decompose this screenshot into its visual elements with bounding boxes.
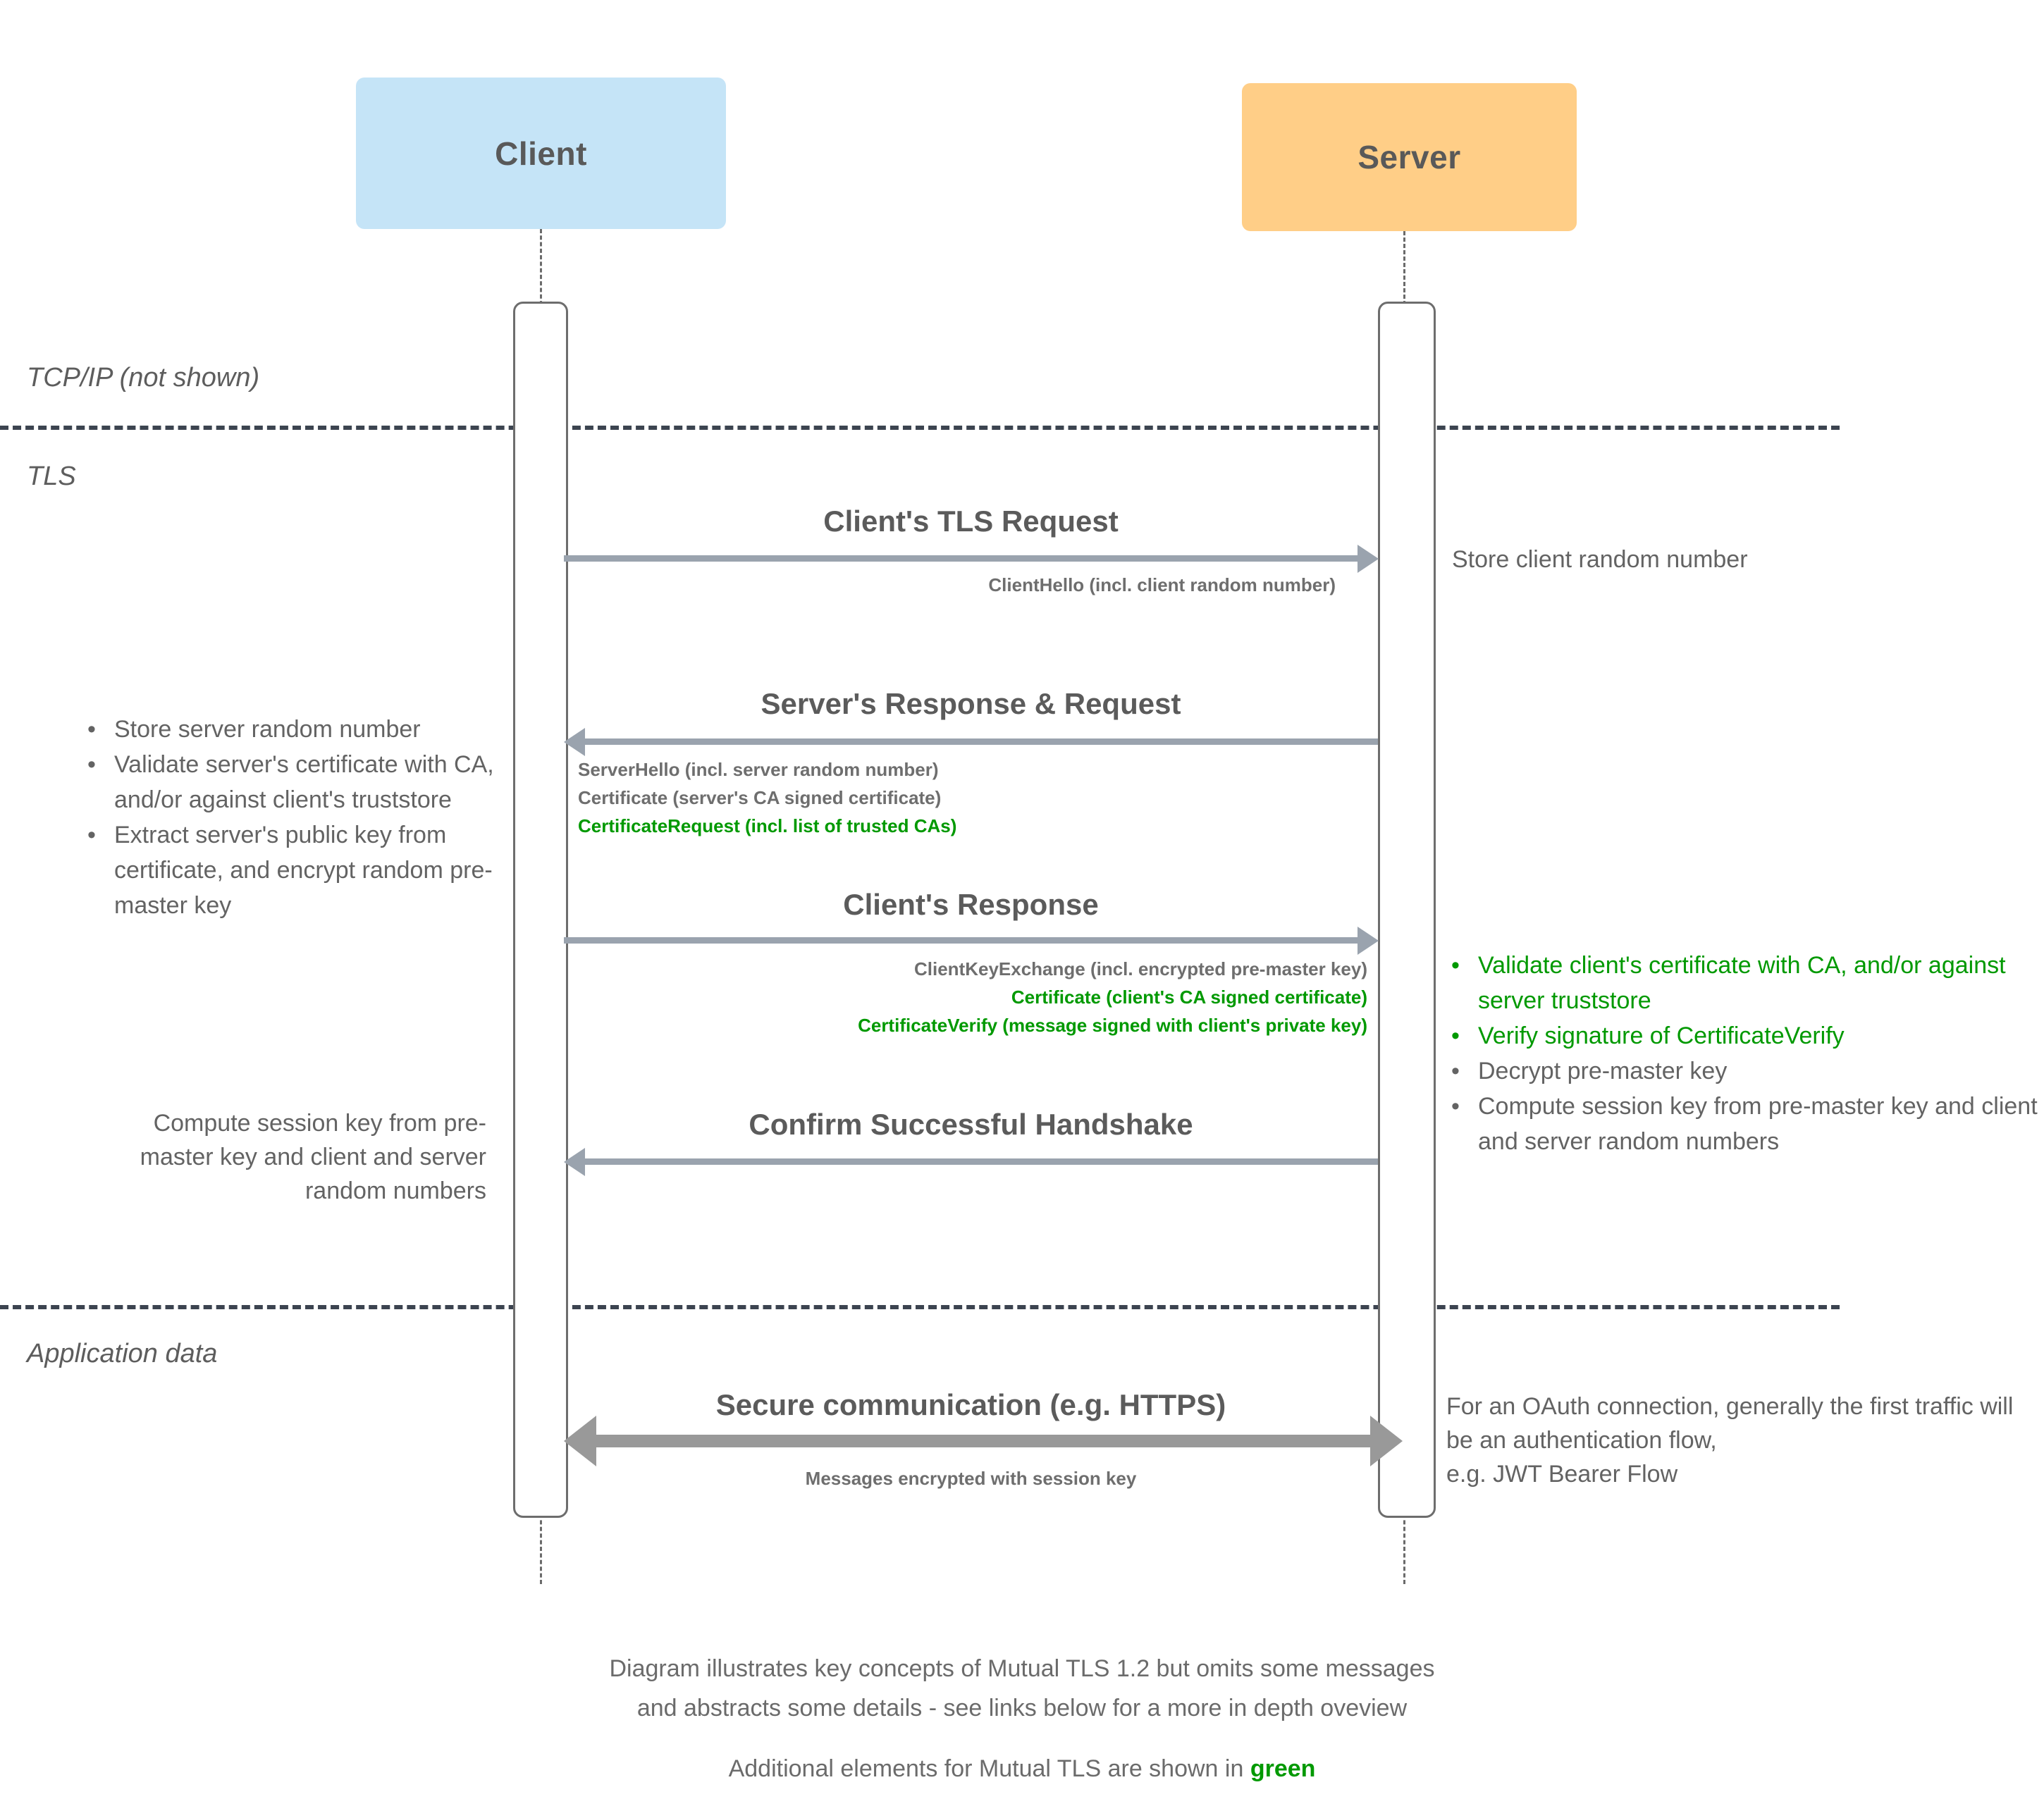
lifeline-server-top — [1403, 231, 1405, 305]
server-action-item-2: Verify signature of CertificateVerify — [1441, 1018, 2044, 1053]
footer-line-1: Diagram illustrates key concepts of Mutu… — [609, 1655, 1435, 1682]
actor-label-server: Server — [1357, 139, 1461, 175]
activation-bar-client — [513, 302, 568, 1518]
message-sub-group-3: ClientKeyExchange (incl. encrypted pre-m… — [564, 955, 1367, 1039]
actor-label-client: Client — [495, 135, 587, 172]
message-sub-server-certificate: Certificate (server's CA signed certific… — [578, 787, 942, 808]
message-title-secure-communication: Secure communication (e.g. HTTPS) — [715, 1388, 1226, 1421]
message-arrow-line-2 — [585, 738, 1378, 745]
server-action-item-4: Compute session key from pre-master key … — [1441, 1089, 2044, 1159]
client-action-item-2: Validate server's certificate with CA, a… — [78, 747, 515, 817]
activation-bar-server — [1378, 302, 1436, 1518]
note-oauth-first-traffic: For an OAuth connection, generally the f… — [1446, 1393, 2014, 1488]
phase-separator-tls-appdata — [0, 1305, 1840, 1309]
footer-line-3-prefix: Additional elements for Mutual TLS are s… — [728, 1755, 1250, 1782]
phase-label-application-data: Application data — [27, 1339, 218, 1368]
client-action-item-3: Extract server's public key from certifi… — [78, 817, 515, 923]
message-title-confirm-successful-handshake: Confirm Successful Handshake — [749, 1108, 1193, 1141]
note-list-server-actions: Validate client's certificate with CA, a… — [1441, 948, 2044, 1159]
phase-separator-tcpip-tls — [0, 426, 1840, 430]
message-arrow-line-1 — [564, 555, 1360, 562]
server-action-item-3: Decrypt pre-master key — [1441, 1053, 2044, 1089]
note-list-client-actions: Store server random number Validate serv… — [78, 712, 515, 923]
message-sub-serverhello: ServerHello (incl. server random number) — [578, 759, 939, 780]
message-sub-messages-encrypted: Messages encrypted with session key — [805, 1468, 1137, 1489]
footer-line-3: Additional elements for Mutual TLS are s… — [0, 1749, 2044, 1788]
message-arrow-head-left-5 — [564, 1416, 596, 1466]
server-action-item-1: Validate client's certificate with CA, a… — [1441, 948, 2044, 1018]
lifeline-client-top — [540, 229, 542, 305]
message-arrow-head-right-5 — [1370, 1416, 1403, 1466]
message-sub-certificaterequest: CertificateRequest (incl. list of truste… — [578, 815, 957, 836]
footer-line-2: and abstracts some details - see links b… — [636, 1695, 1408, 1721]
footer-green-word: green — [1250, 1755, 1316, 1782]
message-sub-group-2: ServerHello (incl. server random number)… — [578, 755, 1381, 840]
client-action-item-1: Store server random number — [78, 712, 515, 747]
message-arrow-line-4 — [585, 1158, 1378, 1165]
message-sub-clienthello: ClientHello (incl. client random number) — [988, 574, 1336, 595]
message-arrow-head-right-1 — [1357, 545, 1379, 573]
message-arrow-line-3 — [564, 937, 1360, 944]
message-arrow-line-5 — [596, 1435, 1370, 1447]
note-client-compute-session-key: Compute session key from pre-master key … — [140, 1110, 486, 1204]
message-title-servers-response-request: Server's Response & Request — [761, 687, 1181, 720]
lifeline-client-bottom — [540, 1514, 542, 1584]
message-sub-clientkeyexchange: ClientKeyExchange (incl. encrypted pre-m… — [913, 958, 1367, 979]
message-arrow-head-left-2 — [564, 728, 585, 756]
phase-label-tcpip: TCP/IP (not shown) — [27, 363, 260, 392]
lifeline-server-bottom — [1403, 1514, 1405, 1584]
actor-box-server[interactable]: Server — [1242, 83, 1577, 231]
message-sub-certificateverify: CertificateVerify (message signed with c… — [858, 1015, 1367, 1036]
message-arrow-head-left-4 — [564, 1148, 585, 1176]
message-arrow-head-right-3 — [1357, 927, 1379, 955]
message-title-clients-response: Client's Response — [843, 888, 1099, 921]
actor-box-client[interactable]: Client — [356, 78, 726, 229]
note-server-store-client-random: Store client random number — [1452, 546, 1748, 573]
message-title-clients-tls-request: Client's TLS Request — [823, 505, 1119, 538]
message-sub-client-certificate: Certificate (client's CA signed certific… — [1011, 987, 1367, 1008]
phase-label-tls: TLS — [27, 462, 76, 491]
